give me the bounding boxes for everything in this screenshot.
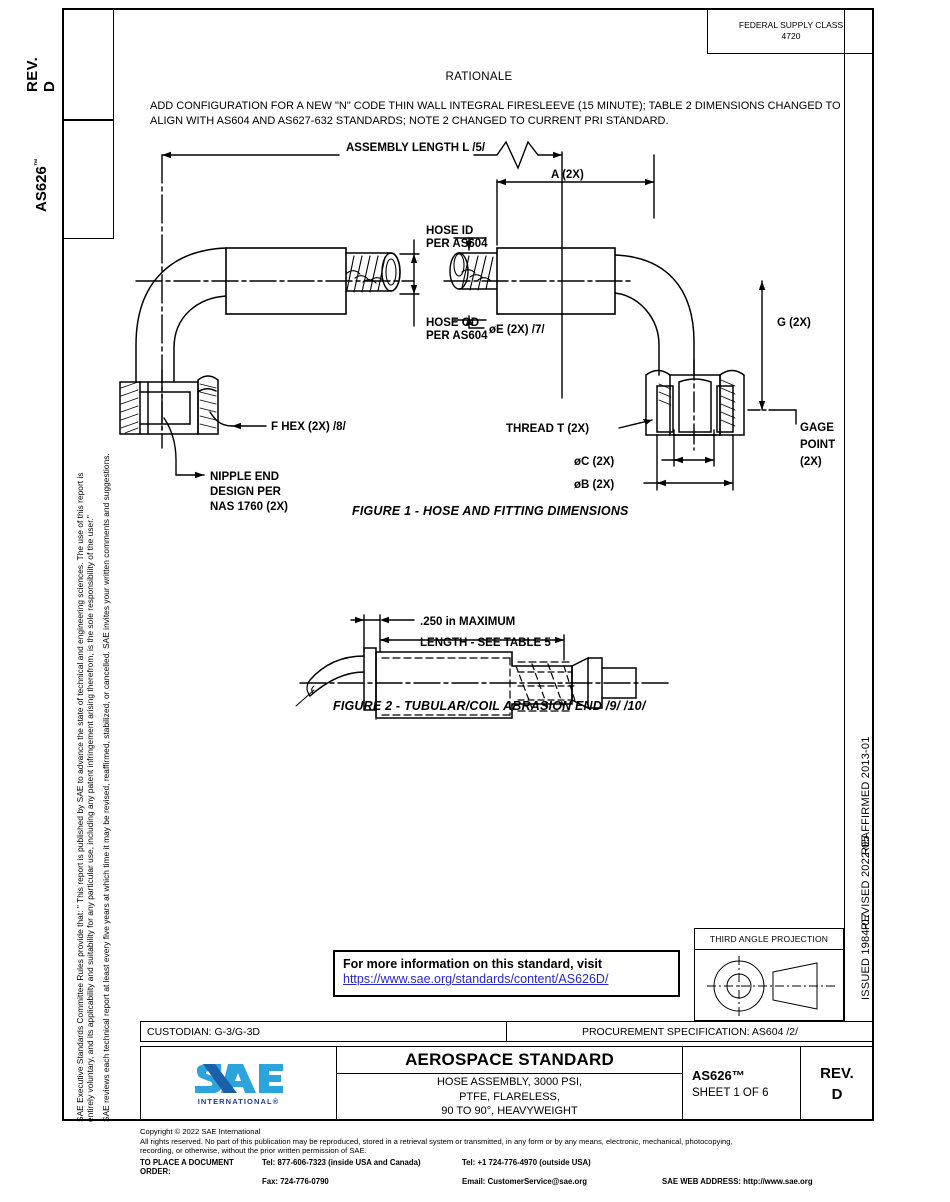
title-block-rev-cell: REV. D [801,1047,873,1120]
legal-text-line-3: SAE reviews each technical report at lea… [101,453,111,1122]
label-nipple-1: NIPPLE END [210,471,279,483]
footer-rights-1: All rights reserved. No part of this pub… [140,1136,733,1146]
label-e-dia: øE (2X) /7/ [489,324,545,336]
rationale-title: RATIONALE [445,71,513,83]
sae-logo-cell: INTERNATIONAL® [141,1047,337,1120]
footer-email: Email: CustomerService@sae.org [462,1176,588,1186]
legal-text-line-2: entirely voluntary, and its applicabilit… [85,515,95,1122]
label-nipple-2: DESIGN PER [210,486,282,498]
third-angle-projection-title: THIRD ANGLE PROJECTION [695,929,843,950]
figure-1-caption: FIGURE 1 - HOSE AND FITTING DIMENSIONS [352,504,629,518]
footer-tel-outside: Tel: +1 724-776-4970 (outside USA) [462,1157,591,1167]
label-gage-point-2: POINT [800,439,835,451]
figure-2-caption: FIGURE 2 - TUBULAR/COIL ABRASION END /9/… [333,699,646,713]
label-assembly-length: ASSEMBLY LENGTH L /5/ [346,142,486,154]
document-number-cell: AS626™ SHEET 1 OF 6 [683,1047,801,1120]
federal-supply-class-label: FEDERAL SUPPLY CLASS [738,20,844,30]
label-nipple-3: NAS 1760 (2X) [210,501,288,513]
footer-order-row-1: TO PLACE A DOCUMENT ORDER: Tel: 877-606-… [140,1158,940,1177]
issued-date: ISSUED 1984-07 [860,912,872,1000]
standard-number-text: AS626 [33,166,50,212]
label-hose-od-2: PER AS604 [426,330,488,342]
footer-fax: Fax: 724-776-0790 [262,1176,329,1186]
aerospace-standard-heading: AEROSPACE STANDARD [337,1047,682,1074]
third-angle-projection-symbol [707,956,835,1016]
standard-number-box [62,120,114,239]
label-length-table5: LENGTH - SEE TABLE 5 [420,637,551,649]
title-block-rev-label: REV. [820,1064,854,1082]
right-strip-divider [844,8,845,1021]
legal-text-line-1: SAE Executive Standards Committee Rules … [75,472,85,1122]
footer-order-row-2: Fax: 724-776-0790 Email: CustomerService… [140,1177,940,1187]
footer-web-address: SAE WEB ADDRESS: http://www.sae.org [662,1176,813,1186]
title-block: INTERNATIONAL® AEROSPACE STANDARD HOSE A… [140,1046,874,1121]
document-number: AS626™ [692,1068,745,1083]
label-hose-od-1: HOSE OD [426,317,479,329]
label-g-2x: G (2X) [777,317,811,329]
footer-spacer [140,1177,262,1187]
label-thread-t: THREAD T (2X) [506,423,589,435]
label-hose-id-2: PER AS604 [426,238,488,250]
title-block-rev-value: D [831,1085,843,1103]
rationale-body: ADD CONFIGURATION FOR A NEW "N" CODE THI… [150,100,841,127]
custodian-text: CUSTODIAN: G-3/G-3D [147,1025,260,1038]
third-angle-projection-box: THIRD ANGLE PROJECTION [694,928,844,1021]
description-line-1: HOSE ASSEMBLY, 3000 PSI, [436,1076,583,1089]
trademark-symbol: ™ [33,158,42,167]
procurement-specification-field: PROCUREMENT SPECIFICATION: AS604 /2/ [507,1021,874,1042]
description-line-2: PTFE, FLARELESS, [459,1090,560,1103]
label-250-max: .250 in MAXIMUM [420,616,515,628]
standard-link[interactable]: https://www.sae.org/standards/content/AS… [343,972,609,986]
description-line-3: 90 TO 90°, HEAVYWEIGHT [441,1105,578,1118]
federal-supply-class-box: FEDERAL SUPPLY CLASS 4720 [707,9,874,54]
label-a-2x: A (2X) [551,169,584,181]
federal-supply-class-code: 4720 [781,31,801,41]
footer-order-label: TO PLACE A DOCUMENT ORDER: [140,1157,234,1177]
technical-drawing: ASSEMBLY LENGTH L /5/ A (2X) HOSE ID PER… [119,140,835,720]
label-c-dia: øC (2X) [574,456,614,468]
more-information-text: For more information on this standard, v… [343,957,603,971]
rev-box [62,8,114,120]
sheet-number: SHEET 1 OF 6 [692,1087,769,1099]
label-f-hex: F HEX (2X) /8/ [271,421,347,433]
title-block-description: AEROSPACE STANDARD HOSE ASSEMBLY, 3000 P… [337,1047,683,1120]
standard-description: HOSE ASSEMBLY, 3000 PSI, PTFE, FLARELESS… [337,1074,682,1120]
label-hose-id-1: HOSE ID [426,225,473,237]
procurement-text: PROCUREMENT SPECIFICATION: AS604 /2/ [581,1025,799,1038]
footer-tel-inside: Tel: 877-606-7323 (inside USA and Canada… [262,1157,421,1167]
rev-value: D [41,81,58,92]
label-gage-point-3: (2X) [800,456,822,468]
rev-label: REV. [24,56,41,92]
reaffirmed-date: REAFFIRMED 2013-01 [860,736,872,855]
more-information-box: For more information on this standard, v… [333,950,680,997]
sae-logo-icon [194,1063,283,1093]
footer: Copyright © 2022 SAE International All r… [140,1127,940,1187]
label-gage-point-1: GAGE [800,422,834,434]
custodian-field: CUSTODIAN: G-3/G-3D [140,1021,507,1042]
standard-number-label: AS626™ [33,158,50,212]
footer-copyright: Copyright © 2022 SAE International [140,1127,261,1136]
label-b-dia: øB (2X) [574,479,614,491]
sae-logo-subtitle: INTERNATIONAL® [197,1096,280,1106]
footer-rights-2: recording, or otherwise, without the pri… [140,1146,367,1156]
